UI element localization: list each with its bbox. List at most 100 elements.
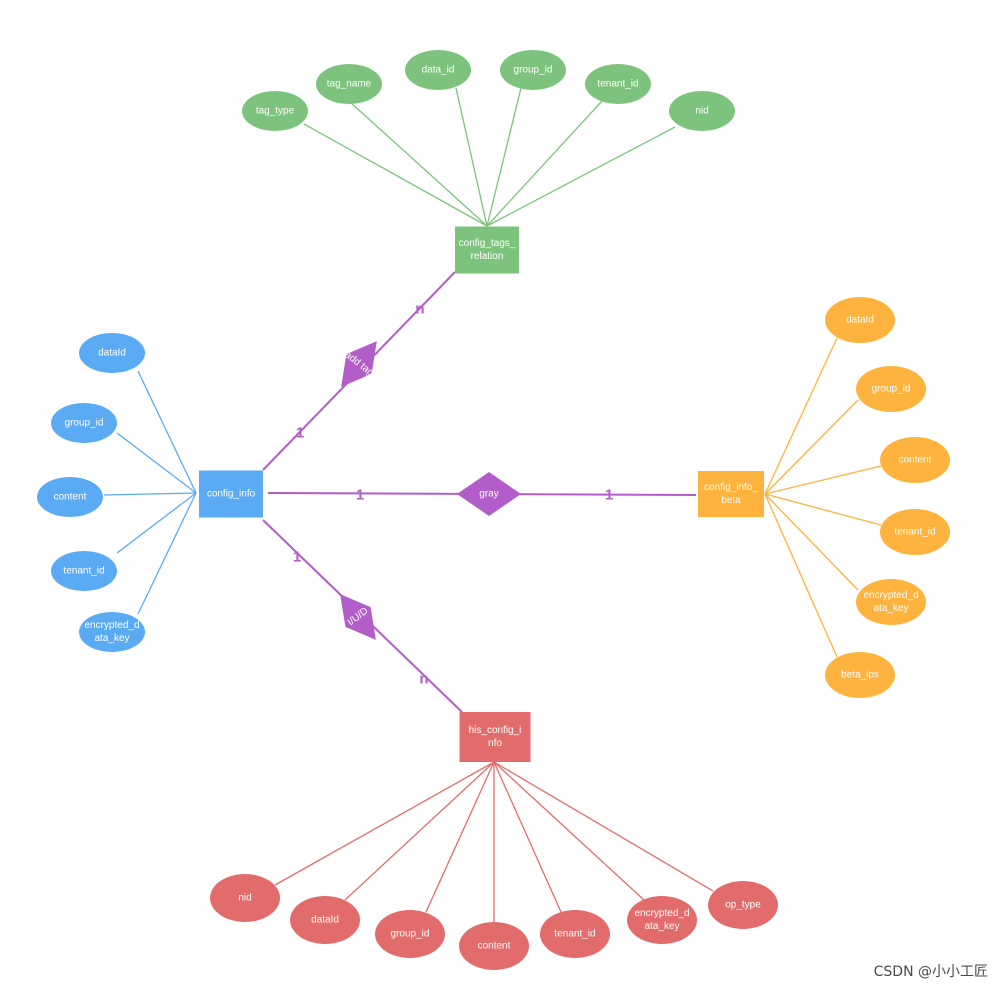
attribute-label: group_id (872, 384, 911, 395)
attribute-tenant-id[interactable]: tenant_id (51, 551, 117, 591)
attribute-ellipse (500, 50, 566, 90)
attribute-ellipse (856, 579, 926, 625)
attribute-label: encrypted_d (863, 590, 918, 601)
attribute-label: tenant_id (894, 527, 935, 538)
attribute-content[interactable]: content (37, 477, 103, 517)
attribute-label: dataId (98, 348, 126, 359)
attribute-ellipse (37, 477, 103, 517)
entity-config-tags-relation[interactable]: config_tags_ relation (455, 226, 519, 274)
attribute-tag-name[interactable]: tag_name (316, 64, 382, 104)
entity-label: beta (721, 495, 741, 506)
attribute-ellipse (79, 333, 145, 373)
attribute-connector (486, 87, 522, 227)
entity-box (199, 470, 263, 518)
entity-label: nfo (488, 738, 502, 749)
attribute-content[interactable]: content (459, 922, 529, 970)
attribute-connector (274, 761, 495, 886)
entity-his-config-info[interactable]: his_config_info (459, 712, 531, 762)
entity-label: his_config_i (469, 725, 522, 736)
attribute-ellipse (880, 437, 950, 483)
attribute-beta-ips[interactable]: beta_ips (825, 652, 895, 698)
attribute-ellipse (825, 652, 895, 698)
attribute-ellipse (540, 910, 610, 958)
attribute-label: tenant_id (597, 79, 638, 90)
shapes: tag_type tag_name data_id group_id tenant_id… (37, 50, 950, 970)
attribute-label: data_id (422, 65, 455, 76)
attribute-label: tenant_id (63, 566, 104, 577)
attribute-connector (764, 337, 838, 495)
attribute-nid[interactable]: nid (669, 91, 735, 131)
attribute-label: group_id (65, 418, 104, 429)
attribute-connector (103, 492, 197, 496)
attribute-data-id[interactable]: data_id (405, 50, 471, 90)
relationship-add-tag[interactable]: add tag (328, 331, 390, 397)
attribute-tenant-id[interactable]: tenant_id (880, 509, 950, 555)
relationship-label: gray (479, 489, 498, 500)
attribute-tenant-id[interactable]: tenant_id (585, 64, 651, 104)
relationship-gray[interactable]: gray (457, 472, 521, 516)
entity-label: config_info (207, 489, 256, 500)
cardinality-add-tag-1: 1 (296, 425, 304, 442)
attribute-dataid[interactable]: dataId (79, 333, 145, 373)
attribute-connector (303, 123, 488, 227)
attribute-connector (493, 761, 645, 901)
attribute-content[interactable]: content (880, 437, 950, 483)
attribute-label: content (54, 492, 87, 503)
attribute-group-id[interactable]: group_id (856, 366, 926, 412)
attribute-label: nid (695, 106, 708, 117)
attribute-ellipse (316, 64, 382, 104)
attribute-op-type[interactable]: op_type (708, 881, 778, 929)
attribute-ellipse (242, 91, 308, 131)
relationship-diamond (340, 594, 376, 640)
attribute-tenant-id[interactable]: tenant_id (540, 910, 610, 958)
attribute-tag-type[interactable]: tag_type (242, 91, 308, 131)
entity-config-info[interactable]: config_info (199, 470, 263, 518)
attribute-ellipse (290, 896, 360, 944)
relationship-diamond (457, 472, 521, 516)
attribute-ellipse (856, 366, 926, 412)
attribute-ellipse (880, 509, 950, 555)
attribute-nid[interactable]: nid (210, 874, 280, 922)
cardinality-iud-n: n (419, 671, 428, 688)
attribute-connector (764, 493, 882, 526)
attribute-ellipse (627, 896, 697, 944)
entity-label: config_info_ (704, 482, 758, 493)
attribute-connector (764, 493, 838, 658)
cardinality-iud-1: 1 (293, 549, 301, 566)
attribute-label: ata_key (873, 603, 908, 614)
entity-config-info-beta[interactable]: config_info_beta (698, 471, 764, 517)
attribute-label: nid (238, 893, 251, 904)
attribute-connector (344, 761, 495, 901)
attribute-dataid[interactable]: dataId (290, 896, 360, 944)
attribute-encrypted-data-key[interactable]: encrypted_data_key (627, 896, 697, 944)
attribute-connector (493, 761, 714, 892)
attribute-encrypted-data-key[interactable]: encrypted_data_key (79, 612, 145, 652)
relationship-iud[interactable]: I/U/D (328, 584, 389, 649)
attribute-connector (116, 432, 197, 494)
attribute-ellipse (825, 297, 895, 343)
attribute-group-id[interactable]: group_id (500, 50, 566, 90)
entity-label: config_tags_ (459, 238, 516, 249)
attribute-label: tag_name (327, 79, 372, 90)
attribute-ellipse (585, 64, 651, 104)
watermark: CSDN @小小工匠 (873, 964, 988, 980)
attribute-ellipse (51, 403, 117, 443)
attribute-connector (493, 761, 562, 913)
attribute-label: group_id (514, 65, 553, 76)
attribute-label: tag_type (256, 106, 295, 117)
attribute-group-id[interactable]: group_id (375, 910, 445, 958)
attribute-ellipse (79, 612, 145, 652)
attribute-label: content (478, 941, 511, 952)
attribute-ellipse (708, 881, 778, 929)
attribute-dataid[interactable]: dataId (825, 297, 895, 343)
attribute-encrypted-data-key[interactable]: encrypted_d ata_key (856, 579, 926, 625)
attribute-label: ata_key (94, 633, 129, 644)
relationship-diamond (341, 341, 377, 387)
entity-label: relation (471, 251, 504, 262)
attribute-connector (137, 492, 197, 615)
entity-box (459, 712, 531, 762)
attribute-group-id[interactable]: group_id (51, 403, 117, 443)
attribute-label: content (899, 455, 932, 466)
attribute-connector (764, 493, 859, 591)
